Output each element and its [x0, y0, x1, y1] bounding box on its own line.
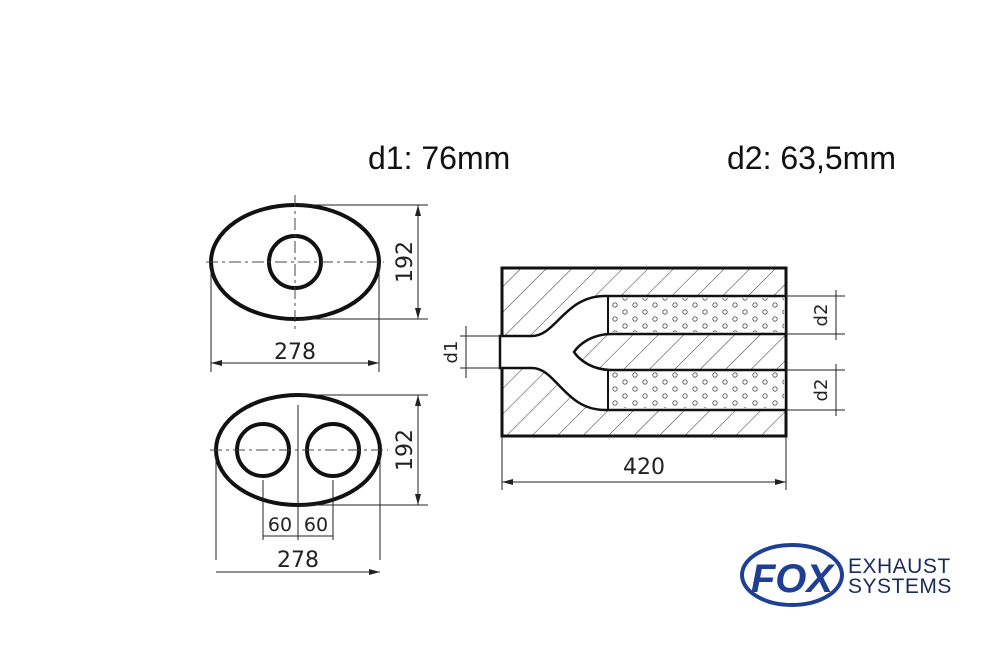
top-oval-view: 278 192 — [206, 195, 428, 372]
d2-top-dimension: d2 — [811, 304, 832, 327]
bottom-oval-view: 60 60 278 192 — [210, 393, 428, 575]
offset-right-dimension: 60 — [304, 514, 328, 536]
bottom-height-dimension: 192 — [393, 429, 418, 471]
top-width-dimension: 278 — [274, 340, 316, 365]
top-height-dimension: 192 — [393, 241, 418, 283]
bottom-width-dimension: 278 — [277, 548, 319, 573]
logo-line2: SYSTEMS — [848, 575, 952, 598]
side-section-view: d1 d2 d2 420 — [441, 266, 845, 490]
perforated-tube-top — [608, 298, 784, 332]
offset-left-dimension: 60 — [268, 514, 292, 536]
d1-dimension: d1 — [441, 341, 462, 364]
d1-spec-label: d1: 76mm — [368, 140, 511, 176]
logo-line1: EXHAUST — [848, 555, 951, 578]
d2-bottom-dimension: d2 — [811, 379, 832, 402]
logo-mark: FOX — [751, 557, 836, 601]
length-dimension: 420 — [623, 455, 665, 480]
d2-spec-label: d2: 63,5mm — [727, 140, 896, 176]
perforated-tube-bottom — [608, 372, 784, 408]
fox-logo: FOX — [740, 543, 844, 607]
